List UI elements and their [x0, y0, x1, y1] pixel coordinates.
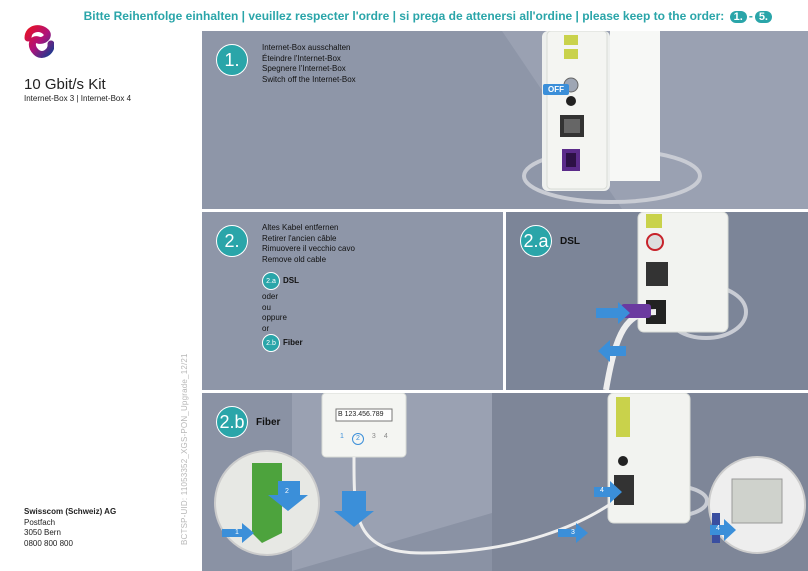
- meter-port-1: 1: [340, 433, 344, 440]
- step-2b-panel: 2.b Fiber B 123.456.789 1 2 3 4 1 2 3 4 …: [202, 393, 808, 571]
- instruction-fr: Éteindre l'Internet-Box: [262, 53, 341, 63]
- kit-title: 10 Gbit/s Kit: [24, 76, 106, 93]
- address-line-1: Postfach: [24, 517, 56, 527]
- option-2a-badge: 2.a: [262, 272, 280, 290]
- order-start-badge: 1.: [729, 10, 747, 23]
- or-en: or: [262, 323, 270, 333]
- step-2a-panel: 2.a DSL: [506, 212, 808, 390]
- step-2-badge: 2.: [216, 225, 248, 257]
- address-line-2: 3050 Bern: [24, 528, 61, 537]
- option-2a-label: DSL: [283, 276, 299, 286]
- arrow-2-label: 2: [285, 488, 289, 495]
- instruction-it: Spegnere l'Internet-Box: [262, 64, 346, 73]
- meter-id: B 123.456.789: [338, 411, 384, 418]
- step-2b-badge: 2.b: [216, 406, 248, 438]
- instruction-en: Switch off the Internet-Box: [262, 74, 356, 84]
- step-2-instructions: Altes Kabel entfernen Retirer l'ancien c…: [262, 223, 355, 265]
- meter-ports: 1 2 3 4: [340, 433, 388, 445]
- router-off-illustration: [202, 31, 808, 209]
- step-2a-badge: 2.a: [520, 225, 552, 257]
- order-separator: -: [748, 8, 753, 23]
- arrow-1-label: 1: [235, 529, 239, 536]
- arrow-3-label: 3: [571, 529, 575, 536]
- or-lines: oder ou oppure or: [262, 292, 287, 334]
- instruction-de: Internet-Box ausschalten: [262, 43, 351, 52]
- instruction-fr: Retirer l'ancien câble: [262, 233, 337, 243]
- step-2a-label: DSL: [560, 236, 580, 247]
- instruction-it: Rimuovere il vecchio cavo: [262, 244, 355, 253]
- arrow-4b-label: 4: [716, 525, 720, 532]
- or-fr: ou: [262, 302, 271, 312]
- step-1-badge: 1.: [216, 44, 248, 76]
- step-1-panel: 1. Internet-Box ausschalten Éteindre l'I…: [202, 31, 808, 209]
- phone-number: 0800 800 800: [24, 538, 73, 548]
- fiber-cable-illustration: [202, 393, 808, 571]
- kit-subtitle: Internet-Box 3 | Internet-Box 4: [24, 94, 132, 103]
- off-label: OFF: [543, 84, 569, 95]
- step-1-instructions: Internet-Box ausschalten Éteindre l'Inte…: [262, 43, 356, 85]
- option-2b-badge: 2.b: [262, 334, 280, 352]
- order-instruction: Bitte Reihenfolge einhalten | veuillez r…: [84, 9, 774, 23]
- document-code: BCTSP-UID: 11053352_XGS-PON_Upgrade_12/2…: [180, 353, 189, 545]
- dsl-cable-illustration: [506, 212, 808, 390]
- order-text: Bitte Reihenfolge einhalten | veuillez r…: [83, 8, 725, 23]
- instruction-en: Remove old cable: [262, 254, 327, 264]
- step-2b-label: Fiber: [256, 417, 281, 428]
- meter-port-2: 2: [351, 433, 364, 445]
- meter-port-3: 3: [371, 433, 376, 440]
- instruction-de: Altes Kabel entfernen: [262, 223, 339, 232]
- sidebar: 10 Gbit/s Kit Internet-Box 3 | Internet-…: [0, 0, 202, 571]
- meter-port-4: 4: [383, 433, 388, 440]
- header: Bitte Reihenfolge einhalten | veuillez r…: [84, 0, 808, 31]
- arrow-4-label: 4: [600, 487, 604, 494]
- company-address: Swisscom (Schweiz) AG Postfach 3050 Bern…: [24, 507, 116, 549]
- swisscom-logo-icon: [24, 25, 54, 58]
- or-de: oder: [262, 292, 279, 301]
- order-end-badge: 5.: [754, 10, 772, 23]
- company-name: Swisscom (Schweiz) AG: [24, 507, 117, 516]
- step-2-panel: 2. Altes Kabel entfernen Retirer l'ancie…: [202, 212, 503, 390]
- option-2b-label: Fiber: [283, 338, 303, 348]
- or-it: oppure: [262, 313, 287, 322]
